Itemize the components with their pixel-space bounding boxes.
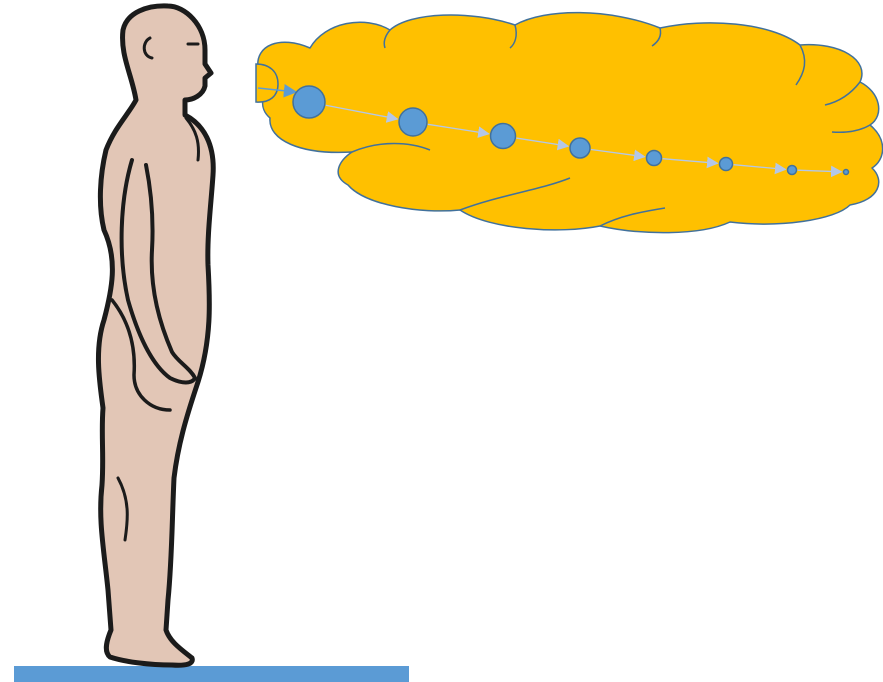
person-body-outline	[98, 6, 213, 665]
standing-person-icon	[98, 6, 213, 665]
thought-bubble-3	[491, 124, 516, 149]
thought-cloud-icon	[258, 13, 883, 233]
thought-bubble-4	[570, 138, 590, 158]
thought-bubble-7	[788, 166, 797, 175]
thought-bubble-5	[647, 151, 662, 166]
thought-bubble-2	[399, 108, 427, 136]
ground-bar	[14, 666, 409, 682]
thought-bubble-8	[844, 170, 849, 175]
cloud-shape	[258, 13, 883, 233]
thought-bubble-6	[720, 158, 733, 171]
thought-bubble-1	[293, 86, 325, 118]
